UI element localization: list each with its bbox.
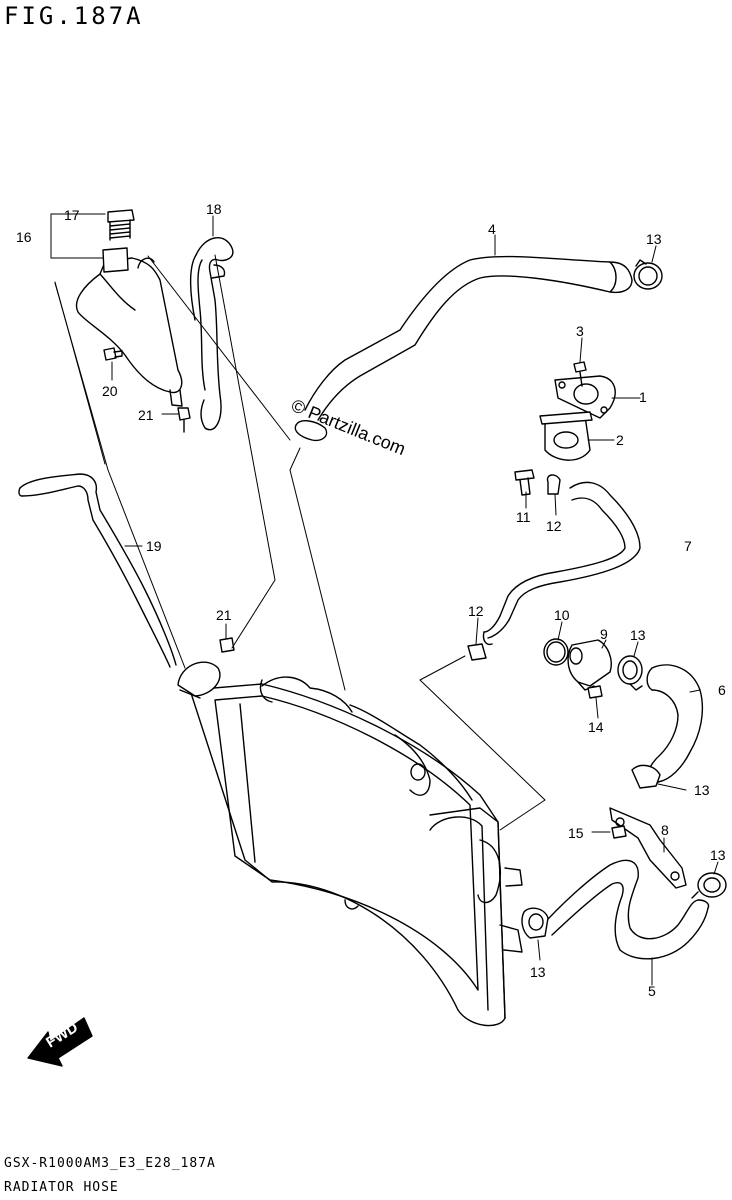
bolt-3 <box>573 361 587 387</box>
bracket-8 <box>609 807 687 889</box>
radiator <box>189 676 523 1027</box>
bolt-20 <box>103 347 123 361</box>
clamp-12-a <box>546 474 561 495</box>
callout-21-a: 21 <box>138 407 154 423</box>
clamp-13-a <box>633 259 663 290</box>
model-code: GSX-R1000AM3_E3_E28_187A <box>4 1156 216 1171</box>
hose-7 <box>482 481 641 646</box>
o-ring-10 <box>543 638 569 666</box>
clamp-13-c <box>631 764 661 789</box>
callout-20: 20 <box>102 383 118 399</box>
callout-4: 4 <box>488 221 496 237</box>
callout-12-b: 12 <box>468 603 484 619</box>
callout-19: 19 <box>146 538 162 554</box>
callout-2: 2 <box>616 432 624 448</box>
clamp-13-d <box>691 872 727 899</box>
callout-9: 9 <box>600 626 608 642</box>
callout-5: 5 <box>648 983 656 999</box>
callout-7: 7 <box>684 538 692 554</box>
radiator-cap <box>177 637 235 699</box>
callout-17: 17 <box>64 207 80 223</box>
thermostat-cover <box>554 375 616 419</box>
hose-18 <box>189 237 234 431</box>
callout-14: 14 <box>588 719 604 735</box>
figure-title: FIG.187A <box>4 2 144 30</box>
reservoir-cap <box>107 209 135 241</box>
callout-18: 18 <box>206 201 222 217</box>
hose-4 <box>294 255 633 442</box>
callout-12-a: 12 <box>546 518 562 534</box>
thermostat <box>539 411 593 461</box>
clamp-13-e <box>521 907 549 939</box>
callout-13-d: 13 <box>710 847 726 863</box>
callout-10: 10 <box>554 607 570 623</box>
bolt-14 <box>587 685 603 699</box>
callout-13-b: 13 <box>630 627 646 643</box>
callout-16: 16 <box>16 229 32 245</box>
callout-6: 6 <box>718 682 726 698</box>
hose-5 <box>539 859 710 960</box>
callout-13-c: 13 <box>694 782 710 798</box>
bolt-15 <box>611 825 627 839</box>
clamp-13-b <box>617 655 643 691</box>
figure-name: RADIATOR HOSE <box>4 1180 119 1195</box>
callout-1: 1 <box>639 389 647 405</box>
leader-lines <box>50 213 719 986</box>
water-inlet-fitting-9 <box>567 639 612 691</box>
fwd-arrow <box>27 1017 93 1067</box>
callout-15: 15 <box>568 825 584 841</box>
clamp-12-b <box>467 643 487 661</box>
callout-13-a: 13 <box>646 231 662 247</box>
callout-3: 3 <box>576 323 584 339</box>
hose-19 <box>18 473 177 668</box>
callout-21-b: 21 <box>216 607 232 623</box>
callout-11: 11 <box>516 509 531 525</box>
hose-6 <box>646 664 704 784</box>
bolt-11 <box>514 469 535 496</box>
clip-21-upper <box>177 407 191 433</box>
callouts: 1 2 3 4 5 6 7 8 9 10 11 12 12 13 13 13 1… <box>16 201 726 999</box>
reservoir-tank <box>75 247 183 407</box>
callout-13-e: 13 <box>530 964 546 980</box>
callout-8: 8 <box>661 822 669 838</box>
